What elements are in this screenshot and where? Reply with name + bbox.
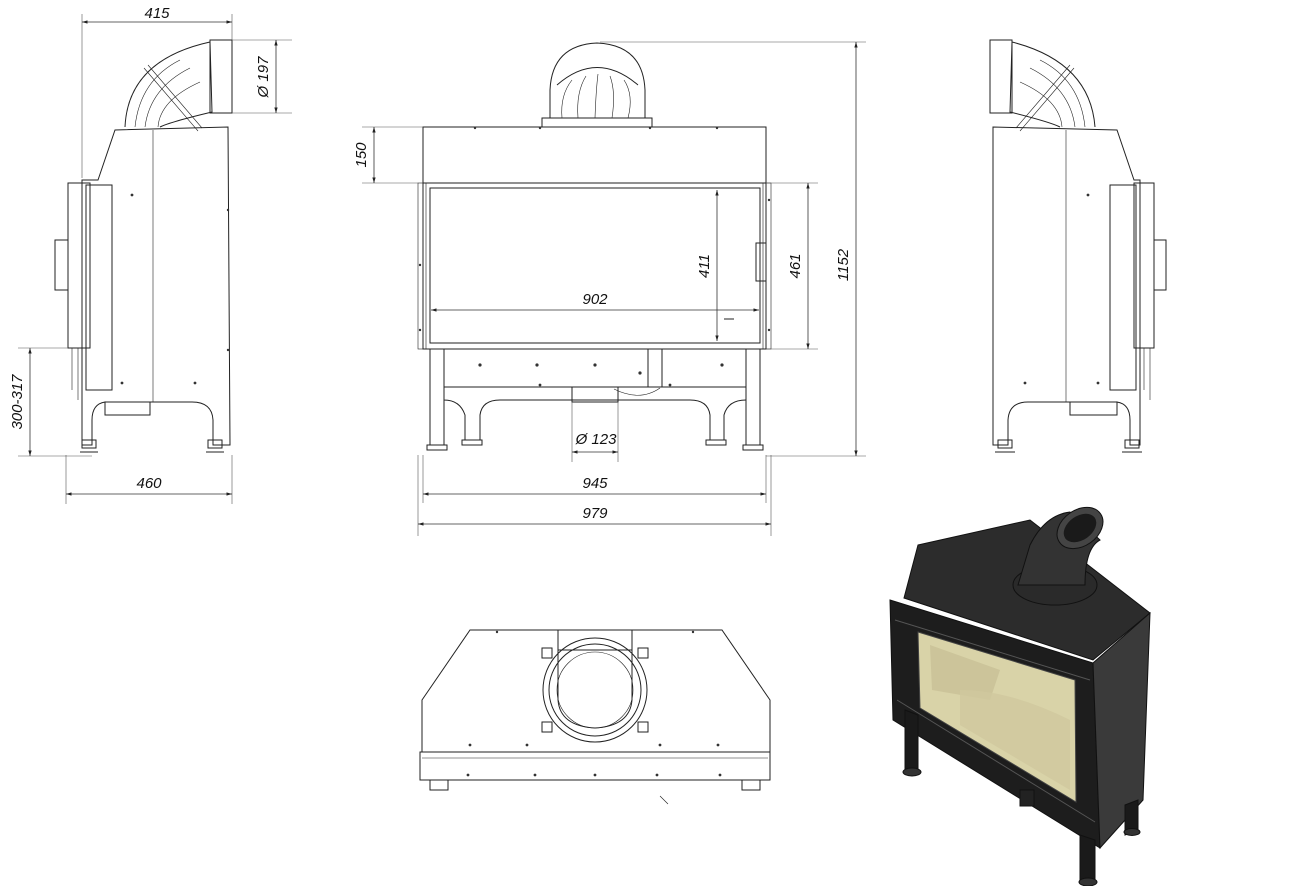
dim-side-depth-bottom: 460 xyxy=(136,475,162,492)
dim-total-height: 1152 xyxy=(835,248,852,281)
left-side-view xyxy=(54,39,233,453)
dim-top-section-height: 150 xyxy=(353,142,370,168)
dim-body-width: 945 xyxy=(582,475,608,492)
dim-leg-height: 300-317 xyxy=(9,374,26,430)
top-view xyxy=(419,629,771,805)
dim-glass-width: 902 xyxy=(582,291,608,308)
dim-glass-height: 411 xyxy=(696,254,713,278)
dim-door-height: 461 xyxy=(787,253,804,278)
dim-flue-diameter: Ø 197 xyxy=(255,56,272,99)
dim-side-depth-top: 415 xyxy=(144,5,170,22)
front-dimensions: 150 411 461 1152 902 Ø 123 945 979 xyxy=(353,41,866,536)
left-dimensions: 415 Ø 197 460 300-317 xyxy=(9,5,292,504)
dim-air-inlet-diameter: Ø 123 xyxy=(575,431,618,448)
right-side-view xyxy=(989,39,1167,453)
front-view xyxy=(417,42,772,451)
isometric-render xyxy=(889,506,1151,886)
dim-total-width: 979 xyxy=(582,505,608,522)
